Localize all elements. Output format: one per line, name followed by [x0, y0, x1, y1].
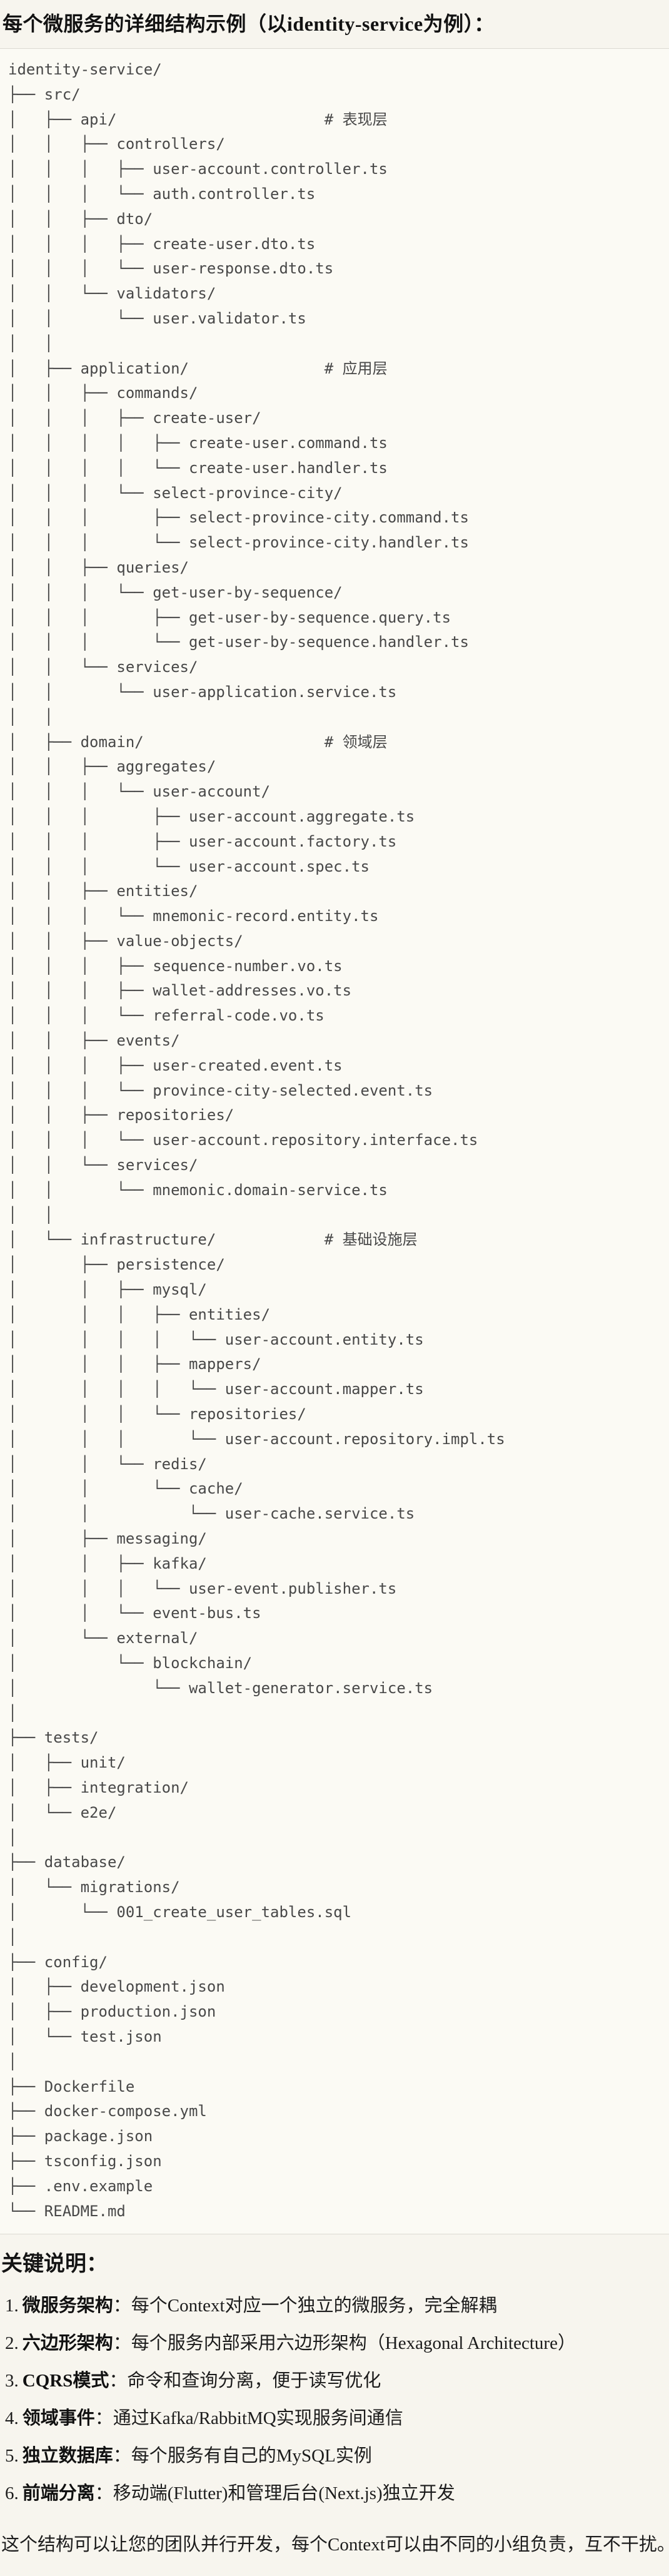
item-term: 微服务架构 [22, 2296, 113, 2316]
list-item: 1.微服务架构：每个Context对应一个独立的微服务，完全解耦 [5, 2294, 664, 2317]
item-number: 5. [5, 2446, 19, 2467]
item-number: 2. [5, 2333, 19, 2354]
item-term: 六边形架构 [22, 2333, 113, 2354]
item-term: CQRS模式 [22, 2371, 109, 2391]
item-number: 3. [5, 2371, 19, 2391]
closing-paragraph: 这个结构可以让您的团队并行开发，每个Context可以由不同的小组负责，互不干扰… [1, 2535, 669, 2555]
key-notes-section: 关键说明： 1.微服务架构：每个Context对应一个独立的微服务，完全解耦 2… [0, 2234, 669, 2572]
key-notes-heading: 关键说明： [1, 2253, 108, 2276]
item-term: 前端分离 [22, 2483, 95, 2504]
item-description: ：每个服务内部采用六边形架构（Hexagonal Architecture） [113, 2333, 576, 2354]
directory-tree: identity-service/ ├── src/ │ ├── api/ # … [8, 61, 505, 2220]
list-item: 4.领域事件：通过Kafka/RabbitMQ实现服务间通信 [5, 2407, 664, 2430]
item-number: 6. [5, 2483, 19, 2504]
list-item: 5.独立数据库：每个服务有自己的MySQL实例 [5, 2445, 664, 2467]
list-item: 6.前端分离：移动端(Flutter)和管理后台(Next.js)独立开发 [5, 2482, 664, 2505]
page-title: 每个微服务的详细结构示例（以identity-service为例）： [3, 13, 495, 35]
item-description: ：通过Kafka/RabbitMQ实现服务间通信 [94, 2408, 403, 2429]
list-item: 3.CQRS模式：命令和查询分离，便于读写优化 [5, 2370, 664, 2392]
item-term: 独立数据库 [22, 2446, 113, 2467]
item-number: 4. [5, 2408, 19, 2429]
item-description: ：移动端(Flutter)和管理后台(Next.js)独立开发 [94, 2483, 455, 2504]
item-description: ：命令和查询分离，便于读写优化 [109, 2371, 381, 2391]
item-number: 1. [5, 2296, 19, 2316]
item-description: ：每个Context对应一个独立的微服务，完全解耦 [113, 2296, 497, 2316]
code-block: identity-service/ ├── src/ │ ├── api/ # … [0, 48, 669, 2235]
key-notes-list: 1.微服务架构：每个Context对应一个独立的微服务，完全解耦 2.六边形架构… [1, 2294, 664, 2505]
item-description: ：每个服务有自己的MySQL实例 [113, 2446, 372, 2467]
item-term: 领域事件 [22, 2408, 95, 2429]
list-item: 2.六边形架构：每个服务内部采用六边形架构（Hexagonal Architec… [5, 2332, 664, 2355]
